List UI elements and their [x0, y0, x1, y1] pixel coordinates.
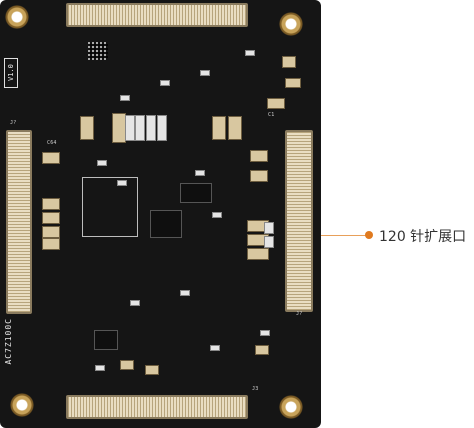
qr-code [88, 42, 108, 60]
capacitor [145, 365, 159, 375]
capacitor [42, 198, 60, 210]
capacitor [250, 170, 268, 182]
resistor [160, 80, 170, 86]
resistor [180, 290, 190, 296]
silk-c1: C1 [268, 112, 275, 118]
capacitor [146, 115, 156, 141]
mount-hole-bottom-left [10, 393, 34, 417]
capacitor [267, 98, 285, 109]
resistor [212, 212, 222, 218]
callout-line [321, 235, 368, 236]
resistor [97, 160, 107, 166]
version-label: V1.0 [4, 58, 18, 88]
silk-c64: C64 [47, 140, 57, 146]
callout-dot [365, 231, 373, 239]
silk-j-left: J? [10, 120, 17, 126]
silk-j-right: J? [296, 311, 303, 317]
connector-right-120pin [285, 130, 313, 312]
capacitor [255, 345, 269, 355]
capacitor [125, 115, 135, 141]
connector-bottom [66, 395, 248, 419]
capacitor [120, 360, 134, 370]
model-label: AC7Z100C [4, 318, 13, 365]
resistor [210, 345, 220, 351]
capacitor [264, 236, 274, 248]
resistor [95, 365, 105, 371]
inductor [228, 116, 242, 140]
capacitor [42, 212, 60, 224]
capacitor [42, 238, 60, 250]
silk-j-bottom: J3 [252, 386, 259, 392]
ic-chip [150, 210, 182, 238]
resistor [245, 50, 255, 56]
mount-hole-top-right [279, 12, 303, 36]
mount-hole-top-left [5, 5, 29, 29]
connector-left [6, 130, 32, 314]
capacitor [135, 115, 145, 141]
callout-label-120pin: 120 针扩展口 [379, 229, 467, 245]
inductor [80, 116, 94, 140]
resistor [117, 180, 127, 186]
pcb-board: V1.0 AC7Z100C J? J? J3 C64 C1 [0, 0, 321, 428]
capacitor [282, 56, 296, 68]
resistor [260, 330, 270, 336]
fpga-outline [82, 177, 138, 237]
capacitor [250, 150, 268, 162]
ic-chip [180, 183, 212, 203]
resistor [130, 300, 140, 306]
capacitor [285, 78, 301, 88]
capacitor [157, 115, 167, 141]
capacitor [247, 248, 269, 260]
connector-top [66, 3, 248, 27]
resistor [200, 70, 210, 76]
capacitor [264, 222, 274, 234]
resistor [195, 170, 205, 176]
capacitor [42, 152, 60, 164]
inductor [212, 116, 226, 140]
mount-hole-bottom-right [279, 395, 303, 419]
capacitor [42, 226, 60, 238]
ic-chip [94, 330, 118, 350]
inductor [112, 113, 126, 143]
resistor [120, 95, 130, 101]
